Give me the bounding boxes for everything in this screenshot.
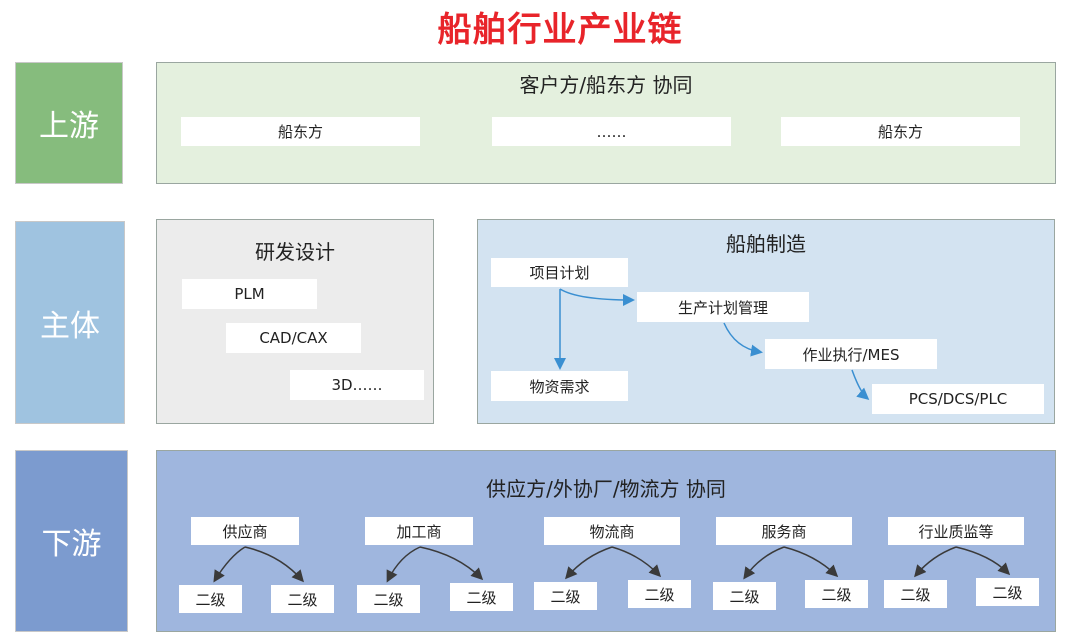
row-label-upstream: 上游 (15, 62, 123, 184)
group-supplier: 供应商 (191, 517, 299, 545)
row-label-downstream: 下游 (15, 450, 128, 632)
mfg-item-project-plan: 项目计划 (491, 258, 628, 287)
group-service: 服务商 (716, 517, 852, 545)
mfg-item-prod-plan: 生产计划管理 (637, 292, 809, 322)
page-title: 船舶行业产业链 (437, 10, 683, 50)
rd-item-cad: CAD/CAX (226, 323, 361, 353)
arrow-plan-to-prodplan (559, 288, 635, 306)
processor-child-2: 二级 (450, 583, 513, 611)
logistics-child-2: 二级 (628, 580, 691, 608)
supplier-child-1: 二级 (179, 585, 242, 613)
rd-panel-title: 研发设计 (255, 240, 335, 264)
rd-item-3d: 3D…… (290, 370, 424, 400)
service-child-2: 二级 (805, 580, 868, 608)
mfg-item-pcs: PCS/DCS/PLC (872, 384, 1044, 414)
processor-child-1: 二级 (357, 585, 420, 613)
upstream-item-2: …… (492, 117, 731, 146)
row-label-main: 主体 (15, 221, 125, 424)
mfg-panel-title: 船舶制造 (726, 232, 806, 256)
mfg-item-mes: 作业执行/MES (765, 339, 937, 369)
arrow-prodplan-to-mes (723, 322, 763, 357)
arrow-mes-to-pcs (851, 369, 870, 400)
quality-child-2: 二级 (976, 578, 1039, 606)
upstream-panel-title: 客户方/船东方 协同 (519, 73, 693, 97)
logistics-child-1: 二级 (534, 582, 597, 610)
downstream-panel-title: 供应方/外协厂/物流方 协同 (486, 477, 726, 501)
upstream-item-3: 船东方 (781, 117, 1020, 146)
rd-item-plm: PLM (182, 279, 317, 309)
group-quality: 行业质监等 (888, 517, 1024, 545)
mfg-arrows (554, 288, 870, 400)
service-child-1: 二级 (713, 582, 776, 610)
group-logistics: 物流商 (544, 517, 680, 545)
mfg-item-material: 物资需求 (491, 371, 628, 401)
quality-child-1: 二级 (884, 580, 947, 608)
downstream-arrows (213, 546, 1011, 583)
group-processor: 加工商 (365, 517, 473, 545)
supplier-child-2: 二级 (271, 585, 334, 613)
upstream-item-1: 船东方 (181, 117, 420, 146)
